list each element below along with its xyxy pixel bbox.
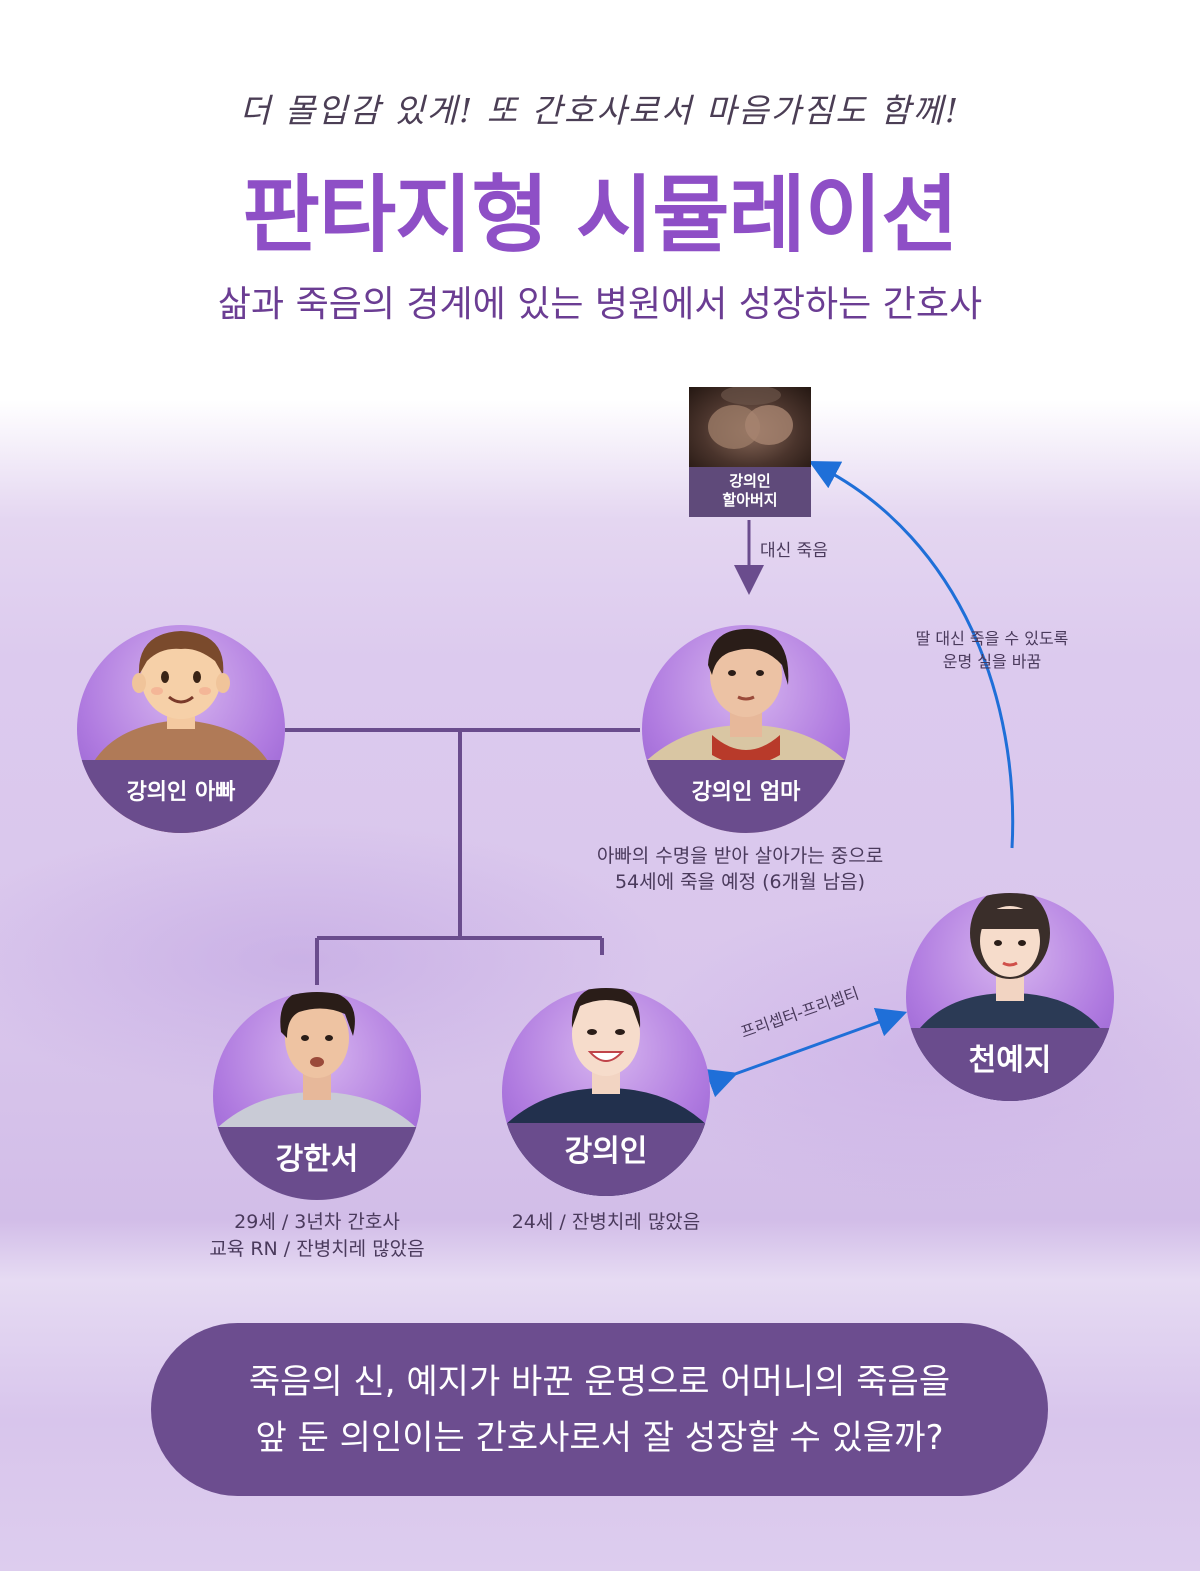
- hanseo-caption-line2: 교육 RN / 잔병치레 많았음: [209, 1238, 425, 1260]
- edge-label-death: 대신 죽음: [760, 541, 828, 561]
- hanseo-label: 강한서: [213, 1127, 421, 1200]
- closing-question-line2: 앞 둔 의인이는 간호사로서 잘 성장할 수 있을까?: [255, 1417, 944, 1458]
- preceptor-arrow: [704, 1007, 908, 1098]
- closing-question-line1: 죽음의 신, 예지가 바꾼 운명으로 어머니의 죽음을: [248, 1361, 951, 1402]
- father-label: 강의인 아빠: [77, 760, 285, 833]
- mother-portrait: 강의인 엄마: [642, 625, 850, 833]
- yeji-label: 천예지: [906, 1028, 1114, 1101]
- father-portrait: 강의인 아빠: [77, 625, 285, 833]
- grandfather-label-line2: 할아버지: [722, 491, 778, 509]
- uiin-portrait: 강의인: [502, 988, 710, 1196]
- mother-caption-line2: 54세에 죽을 예정 (6개월 남음): [614, 871, 866, 893]
- edge-label-fate-1: 딸 대신 죽을 수 있도록: [915, 629, 1069, 648]
- page-title: 판타지형 시뮬레이션: [242, 166, 959, 264]
- grandfather-card: 강의인 할아버지: [689, 387, 811, 517]
- hanseo-caption-line1: 29세 / 3년차 간호사: [234, 1211, 400, 1233]
- hanseo-portrait: 강한서: [213, 992, 421, 1200]
- handwritten-subhead: 더 몰입감 있게! 또 간호사로서 마음가짐도 함께!: [239, 91, 961, 130]
- fate-thread-arrow: [808, 461, 1015, 849]
- grandfather-label-line1: 강의인: [729, 472, 771, 490]
- tagline: 삶과 죽음의 경계에 있는 병원에서 성장하는 간호사: [217, 284, 983, 325]
- mother-caption-line1: 아빠의 수명을 받아 살아가는 중으로: [596, 845, 884, 867]
- yeji-portrait: 천예지: [906, 893, 1114, 1101]
- grandfather-photo: [689, 387, 811, 467]
- mother-label: 강의인 엄마: [642, 760, 850, 833]
- uiin-label: 강의인: [502, 1123, 710, 1196]
- grandfather-label: 강의인 할아버지: [689, 467, 811, 510]
- closing-question: 죽음의 신, 예지가 바꾼 운명으로 어머니의 죽음을 앞 둔 의인이는 간호사…: [151, 1323, 1048, 1496]
- uiin-caption-line1: 24세 / 잔병치레 많았음: [511, 1211, 701, 1233]
- edge-label-fate-2: 운명 실을 바꿈: [942, 652, 1042, 671]
